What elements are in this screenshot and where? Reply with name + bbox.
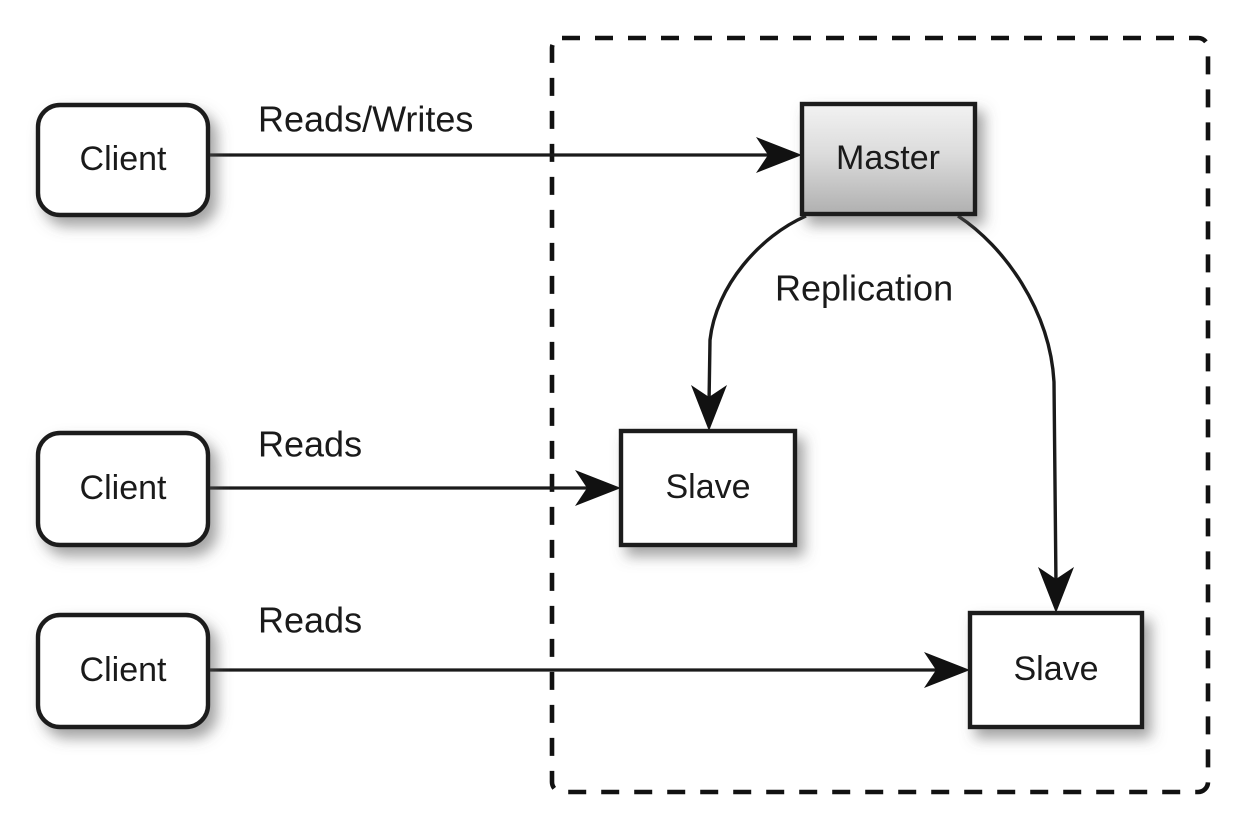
master-box[interactable]: [799, 101, 978, 217]
slave-1-box[interactable]: [618, 428, 798, 548]
node-client-2[interactable]: Client: [35, 430, 211, 548]
client-1-box[interactable]: [35, 102, 211, 218]
arrow-head-master: [756, 137, 802, 173]
arrow-head-slave2-top: [1038, 567, 1074, 613]
node-master[interactable]: Master: [799, 101, 978, 217]
curve-master-to-slave1: [707, 214, 807, 405]
edge-client2-slave1: [208, 470, 621, 506]
client-3-box[interactable]: [35, 612, 211, 730]
edge-master-slave2: [957, 214, 1074, 613]
edge-label-replication: Replication: [775, 268, 953, 309]
curve-master-to-slave2: [957, 214, 1058, 587]
slave-1-label: Slave: [665, 468, 750, 506]
edge-label-reads-slave2: Reads: [258, 600, 362, 641]
node-slave-1[interactable]: Slave: [618, 428, 798, 548]
database-cluster-boundary: [549, 35, 1211, 795]
arrow-head-slave1-left: [575, 470, 621, 506]
client-3-label: Client: [80, 651, 167, 689]
client-1-label: Client: [80, 140, 167, 178]
node-client-1[interactable]: Client: [35, 102, 211, 218]
edge-client3-slave2: [208, 652, 970, 688]
slave-2-box[interactable]: [967, 610, 1145, 730]
edge-label-reads-writes: Reads/Writes: [258, 99, 473, 140]
client-2-box[interactable]: [35, 430, 211, 548]
master-label: Master: [836, 139, 940, 177]
arrow-head-slave1-top: [691, 385, 727, 431]
arrow-head-slave2-left: [924, 652, 970, 688]
client-2-label: Client: [80, 469, 167, 507]
edge-label-reads-slave1: Reads: [258, 424, 362, 465]
node-slave-2[interactable]: Slave: [967, 610, 1145, 730]
edge-master-slave1: [691, 214, 807, 431]
slave-2-label: Slave: [1013, 650, 1098, 688]
node-client-3[interactable]: Client: [35, 612, 211, 730]
edge-client1-master: [208, 137, 802, 173]
